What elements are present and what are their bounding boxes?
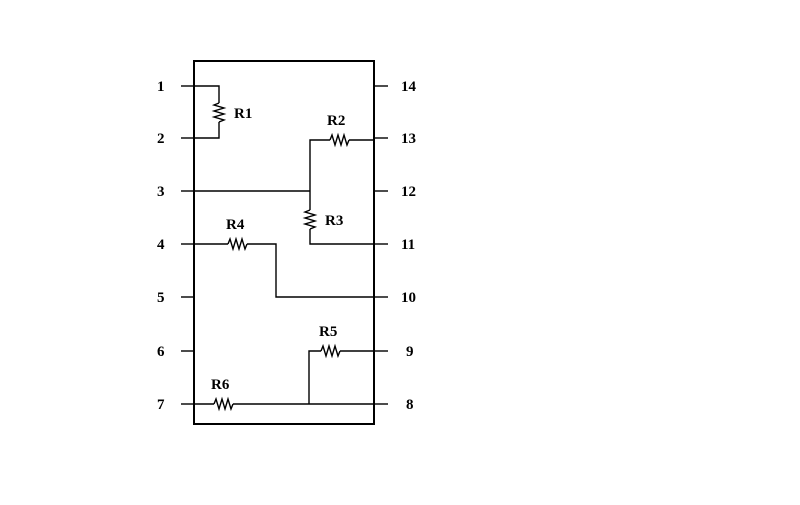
pin-label-4: 4 <box>157 237 165 253</box>
pin-label-7: 7 <box>157 397 165 413</box>
left-pin-stubs <box>181 85 194 405</box>
resistor-r4 <box>227 236 248 252</box>
resistor-label-r1: R1 <box>234 106 252 122</box>
resistor-r5-r6-circuit <box>194 343 374 412</box>
resistor-r2-r3-circuit <box>194 132 374 245</box>
resistor-r3 <box>302 209 318 230</box>
pin-label-14: 14 <box>401 79 417 95</box>
wire-junction-r2 <box>309 139 330 191</box>
pin-label-5: 5 <box>157 290 165 306</box>
pin-label-10: 10 <box>401 290 416 306</box>
resistor-r1 <box>211 102 227 123</box>
resistor-label-r5: R5 <box>319 324 337 340</box>
resistor-label-r2: R2 <box>327 113 345 129</box>
resistor-label-r6: R6 <box>211 377 230 393</box>
pin-label-6: 6 <box>157 344 165 360</box>
resistor-r2 <box>329 132 350 148</box>
resistor-label-r3: R3 <box>325 213 343 229</box>
wire-r3-pin11 <box>309 229 374 245</box>
pin-label-13: 13 <box>401 131 416 147</box>
pin-label-11: 11 <box>401 237 415 253</box>
pin-label-3: 3 <box>157 184 165 200</box>
wire-r1-pin2 <box>194 122 220 139</box>
pin-label-8: 8 <box>406 397 414 413</box>
right-pin-stubs <box>374 85 388 405</box>
resistor-label-r4: R4 <box>226 217 245 233</box>
resistor-r4-circuit <box>194 236 374 298</box>
pin-label-2: 2 <box>157 131 165 147</box>
wire-junction-r5 <box>308 350 321 404</box>
resistor-r5 <box>320 343 341 359</box>
wire-r4-pin10 <box>247 243 374 298</box>
pin-label-9: 9 <box>406 344 414 360</box>
resistor-r1-circuit <box>194 85 227 139</box>
wire-pin1-r1 <box>194 85 220 103</box>
pin-label-12: 12 <box>401 184 416 200</box>
ic-package-body <box>193 60 375 425</box>
resistor-r6 <box>213 396 234 412</box>
pin-label-1: 1 <box>157 79 165 95</box>
